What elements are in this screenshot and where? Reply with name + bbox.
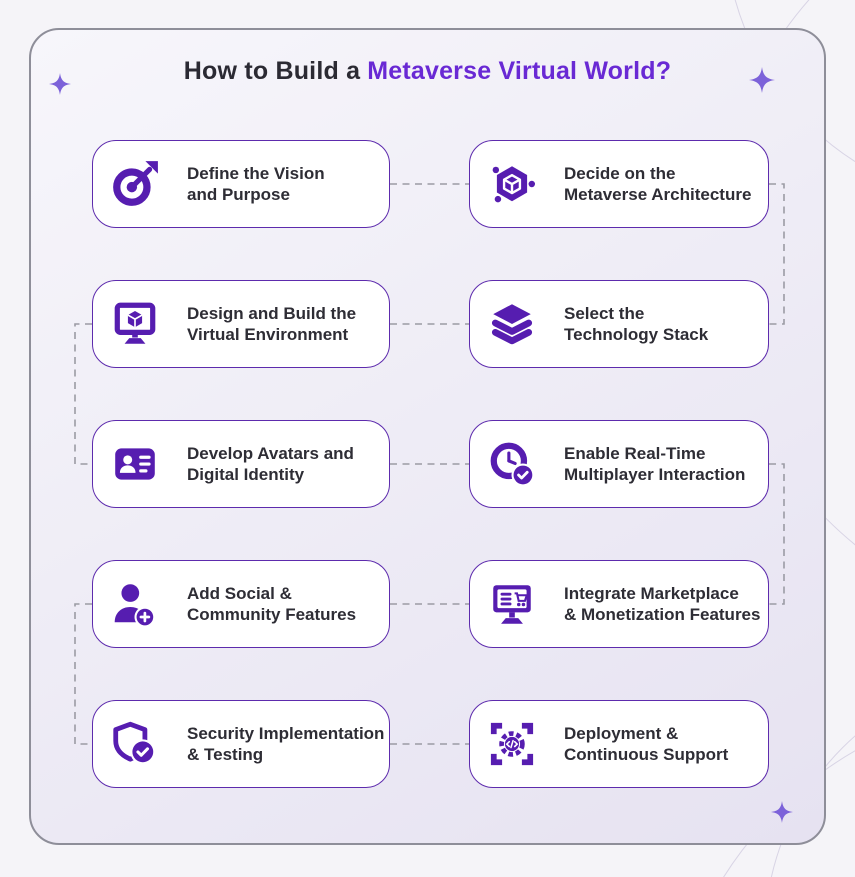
step-label: Security Implementation & Testing: [187, 723, 385, 765]
step-card-social-community: Add Social & Community Features: [92, 560, 390, 648]
hexagon-cube-icon: [487, 159, 537, 209]
step-card-deployment-support: Deployment & Continuous Support: [469, 700, 769, 788]
step-label: Integrate Marketplace & Monetization Fea…: [564, 583, 761, 625]
target-icon: [110, 159, 160, 209]
title-highlight: Metaverse Virtual World?: [367, 57, 672, 85]
step-card-realtime-multiplayer: Enable Real-Time Multiplayer Interaction: [469, 420, 769, 508]
step-label: Enable Real-Time Multiplayer Interaction: [564, 443, 746, 485]
step-label: Decide on the Metaverse Architecture: [564, 163, 752, 205]
shield-check-icon: [110, 719, 160, 769]
sparkle-icon: [749, 67, 775, 93]
step-card-security-testing: Security Implementation & Testing: [92, 700, 390, 788]
step-label: Add Social & Community Features: [187, 583, 357, 625]
deployment-gear-icon: [487, 719, 537, 769]
step-label: Deployment & Continuous Support: [564, 723, 729, 765]
title-prefix: How to Build a: [183, 57, 361, 85]
step-card-metaverse-architecture: Decide on the Metaverse Architecture: [469, 140, 769, 228]
step-label: Develop Avatars and Digital Identity: [187, 443, 354, 485]
sparkle-icon: [771, 801, 793, 823]
step-card-define-vision: Define the Vision and Purpose: [92, 140, 390, 228]
clock-check-icon: [487, 439, 537, 489]
layers-stack-icon: [487, 299, 537, 349]
step-card-marketplace-monetization: Integrate Marketplace & Monetization Fea…: [469, 560, 769, 648]
monitor-cube-icon: [110, 299, 160, 349]
step-card-technology-stack: Select the Technology Stack: [469, 280, 769, 368]
add-user-icon: [110, 579, 160, 629]
step-card-virtual-environment: Design and Build the Virtual Environment: [92, 280, 390, 368]
marketplace-monitor-icon: [487, 579, 537, 629]
sparkle-icon: [49, 73, 71, 95]
step-label: Define the Vision and Purpose: [187, 163, 325, 205]
id-card-icon: [110, 439, 160, 489]
step-label: Design and Build the Virtual Environment: [187, 303, 357, 345]
step-card-avatars-identity: Develop Avatars and Digital Identity: [92, 420, 390, 508]
step-label: Select the Technology Stack: [564, 303, 709, 345]
